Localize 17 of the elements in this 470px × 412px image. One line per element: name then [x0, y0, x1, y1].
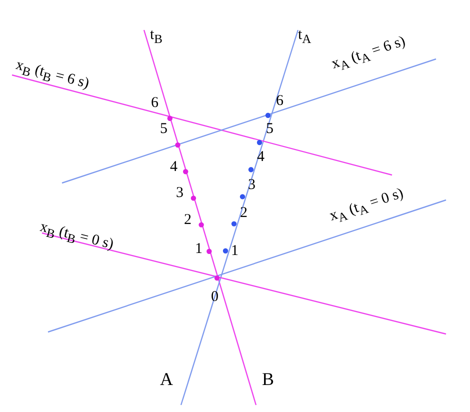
axis-label: t$_{B}$	[150, 28, 163, 46]
observer-label: B	[262, 370, 274, 388]
tick-number: 4	[170, 160, 178, 175]
tick-number: 2	[240, 206, 248, 221]
tick-number: 6	[151, 96, 158, 111]
origin-label: 0	[211, 290, 218, 305]
tick-number: 3	[176, 186, 184, 201]
tick-number: 1	[195, 242, 202, 257]
tick-number: 1	[231, 244, 238, 259]
tick-number: 3	[248, 178, 256, 193]
observer-label: A	[160, 370, 173, 388]
tick-number: 5	[266, 122, 274, 137]
tick-number: 5	[160, 122, 168, 137]
axis-label: t$_{A}$	[298, 28, 312, 46]
tick-number: 6	[276, 94, 284, 109]
tick-number: 4	[257, 150, 264, 165]
tick-number: 2	[184, 213, 192, 228]
